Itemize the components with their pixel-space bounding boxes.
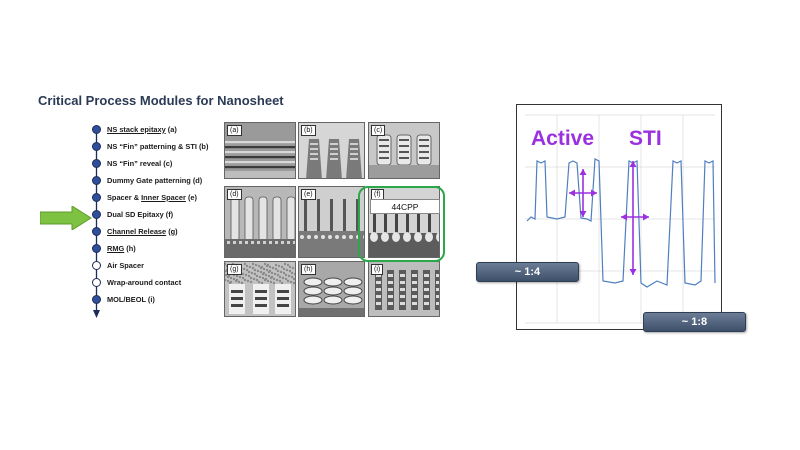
highlight-frame: [358, 186, 445, 262]
process-step-label: Air Spacer: [107, 261, 144, 270]
step-dot: [92, 124, 101, 134]
process-step: Channel Release (g): [92, 224, 178, 238]
step-dot-hollow: [92, 277, 101, 287]
step-text-part: (e): [185, 192, 197, 202]
sem-panel: (e): [298, 186, 365, 258]
sem-panel-label: (a): [227, 125, 242, 136]
sem-panel: (a): [224, 122, 296, 179]
profile-chart-svg: [525, 114, 716, 324]
sem-panel: (i): [368, 261, 440, 317]
step-text-part: (h): [124, 243, 136, 253]
sem-panel-label: (d): [227, 189, 242, 200]
step-text-part: Dummy Gate patterning (d): [107, 175, 203, 185]
ratio-small-badge: ~ 1:4: [476, 262, 579, 282]
sem-panel-label: (h): [301, 264, 316, 275]
sem-panel-label: (e): [301, 189, 316, 200]
process-step-label: Dual SD Epitaxy (f): [107, 210, 173, 219]
process-step: NS “Fin” reveal (c): [92, 156, 172, 170]
step-dot-hollow: [92, 260, 101, 270]
sem-panel: (b): [298, 122, 365, 179]
process-step: Air Spacer: [92, 258, 144, 272]
sem-panel: (c): [368, 122, 440, 179]
sem-panel: (f): [368, 186, 440, 258]
sti-label: STI: [629, 127, 662, 150]
active-label: Active: [531, 127, 595, 150]
step-text-part: Inner Spacer: [141, 192, 186, 202]
step-dot: [92, 141, 101, 151]
sem-panel-label: (c): [371, 125, 386, 136]
step-text-part: NS “Fin” reveal (c): [107, 158, 173, 168]
profile-chart: [516, 104, 722, 330]
cpp-label: 44CPP: [370, 199, 440, 214]
process-step-label: Dummy Gate patterning (d): [107, 176, 202, 185]
process-step: Dummy Gate patterning (d): [92, 173, 202, 187]
step-text-part: MOL/BEOL (i): [107, 294, 155, 304]
process-step-label: Spacer & Inner Spacer (e): [107, 193, 197, 202]
step-dot: [92, 209, 101, 219]
process-step: RMG (h): [92, 241, 136, 255]
step-text-part: Air Spacer: [107, 260, 144, 270]
step-dot: [92, 158, 101, 168]
step-dot: [92, 226, 101, 236]
sem-panel: (g): [224, 261, 296, 317]
green-pointer-arrow: [40, 206, 92, 230]
sem-panel-label: (b): [301, 125, 316, 136]
ratio-large-badge: ~ 1:8: [643, 312, 746, 332]
step-text-part: RMG: [107, 243, 125, 253]
process-step-label: Channel Release (g): [107, 227, 178, 236]
process-step: NS stack epitaxy (a): [92, 122, 177, 136]
sem-panel-label: (g): [227, 264, 242, 275]
process-step-label: Wrap-around contact: [107, 278, 181, 287]
step-text-part: NS “Fin” patterning & STI (b): [107, 141, 209, 151]
step-text-part: NS stack epitaxy: [107, 124, 166, 134]
process-step-label: NS “Fin” patterning & STI (b): [107, 142, 208, 151]
process-step: MOL/BEOL (i): [92, 292, 155, 306]
process-flow: NS stack epitaxy (a) NS “Fin” patterning …: [92, 122, 222, 322]
process-step-label: MOL/BEOL (i): [107, 295, 155, 304]
sem-image: [369, 262, 439, 316]
sem-image: [225, 187, 295, 257]
active-horizontal-arrow: [569, 189, 597, 197]
slide-title: Critical Process Modules for Nanosheet: [38, 93, 284, 108]
process-step: Dual SD Epitaxy (f): [92, 207, 173, 221]
sem-image: [299, 123, 364, 178]
step-text-part: Wrap-around contact: [107, 277, 182, 287]
step-text-part: (g): [166, 226, 178, 236]
step-text-part: Spacer &: [107, 192, 142, 202]
step-text-part: Channel Release: [107, 226, 167, 236]
sem-panel: (h): [298, 261, 365, 317]
step-dot: [92, 294, 101, 304]
sem-panel-label: (i): [371, 264, 384, 275]
sti-horizontal-arrow: [621, 213, 649, 221]
step-dot: [92, 175, 101, 185]
sem-panel: (d): [224, 186, 296, 258]
sti-vertical-arrow: [629, 161, 637, 275]
sem-image: [299, 262, 364, 316]
profile-trace: [526, 158, 716, 288]
process-step: Wrap-around contact: [92, 275, 181, 289]
process-step-label: RMG (h): [107, 244, 136, 253]
process-step: Spacer & Inner Spacer (e): [92, 190, 197, 204]
process-step-label: NS stack epitaxy (a): [107, 125, 177, 134]
process-step: NS “Fin” patterning & STI (b): [92, 139, 208, 153]
process-step-label: NS “Fin” reveal (c): [107, 159, 172, 168]
step-text-part: (a): [165, 124, 177, 134]
step-dot: [92, 243, 101, 253]
step-dot: [92, 192, 101, 202]
step-text-part: Dual SD Epitaxy (f): [107, 209, 174, 219]
